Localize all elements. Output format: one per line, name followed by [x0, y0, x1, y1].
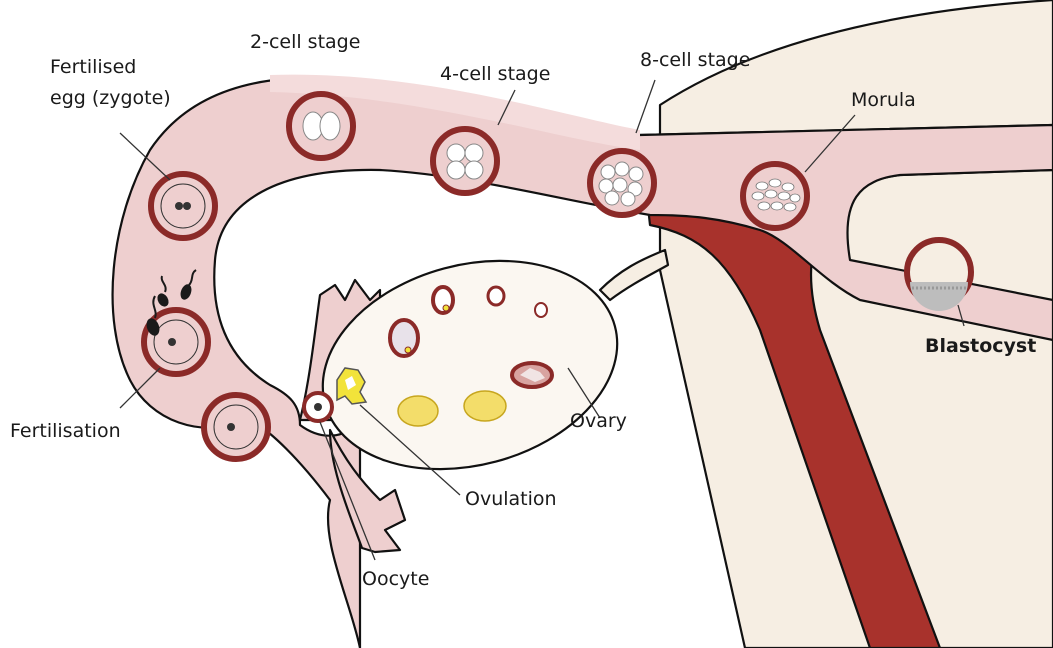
label-zygote-line2: egg (zygote) [50, 87, 171, 109]
label-four-cell: 4-cell stage [440, 63, 550, 85]
corpus-luteum-right [464, 391, 506, 421]
label-fertilisation: Fertilisation [10, 420, 121, 442]
zygote-lower [204, 395, 268, 459]
zygote-upper [151, 174, 215, 238]
eight-cell-embryo [590, 151, 654, 215]
four-cell-embryo [433, 129, 497, 193]
label-eight-cell: 8-cell stage [640, 49, 750, 71]
ovarian-ligament [600, 250, 668, 300]
oocyte [304, 393, 332, 421]
leader-eight-cell [636, 80, 655, 133]
label-two-cell: 2-cell stage [250, 31, 360, 53]
blastocyst [907, 240, 971, 311]
label-morula: Morula [851, 89, 916, 111]
morula [743, 164, 807, 228]
two-cell-embryo [289, 94, 353, 158]
label-ovulation: Ovulation [465, 488, 557, 510]
label-ovary: Ovary [570, 410, 627, 432]
label-blastocyst: Blastocyst [925, 335, 1036, 357]
corpus-luteum-left [398, 396, 438, 426]
label-zygote-line1: Fertilised [50, 56, 136, 78]
label-oocyte: Oocyte [362, 568, 429, 590]
